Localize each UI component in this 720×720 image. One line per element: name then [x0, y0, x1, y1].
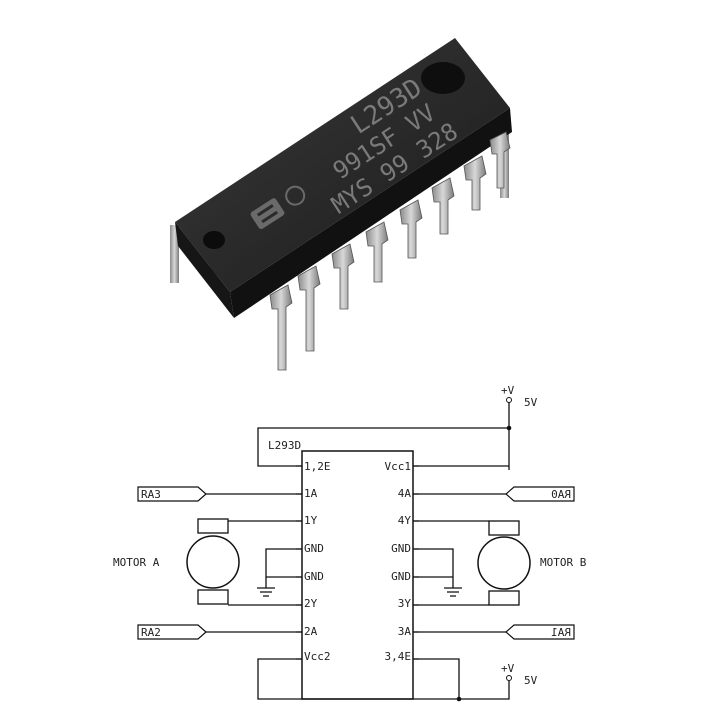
motor-a-label: MOTOR A — [113, 556, 160, 569]
pin-11-label: 3Y — [398, 597, 412, 610]
port-ra0-label: RA0 — [551, 488, 571, 501]
chip-body — [175, 38, 512, 318]
port-ra1: RA1 — [505, 624, 575, 640]
l293d-ic-box — [301, 450, 414, 700]
pin-5-label: GND — [304, 570, 324, 583]
pin-13-label: GND — [391, 542, 411, 555]
pin-3-label: 1Y — [304, 514, 318, 527]
st-logo — [250, 185, 306, 230]
motor-b — [477, 520, 531, 606]
front-pins — [269, 131, 511, 371]
pin-ticks — [296, 465, 419, 660]
port-ra2: RA2 — [137, 624, 207, 640]
pin-10-label: 3A — [398, 625, 412, 638]
motor-a — [186, 518, 240, 605]
port-ra1-label: RA1 — [551, 626, 571, 639]
motor-a-wires — [228, 520, 302, 606]
motor-driver-schematic: L293D 1,2E 1A 1Y GND GND 2Y 2A Vcc2 Vcc1… — [113, 384, 587, 702]
pin-16-label: Vcc1 — [385, 460, 412, 473]
pin-1-label: 1,2E — [304, 460, 331, 473]
supply-value-top: 5V — [524, 396, 538, 409]
pin-15-label: 4A — [398, 487, 412, 500]
supply-symbol-bottom: +V — [501, 662, 515, 675]
port-ra2-label: RA2 — [141, 626, 161, 639]
pin-4-label: GND — [304, 542, 324, 555]
motor-b-label: MOTOR B — [540, 556, 587, 569]
left-pin-labels: 1,2E 1A 1Y GND GND 2Y 2A Vcc2 — [304, 460, 331, 663]
pin-2-label: 1A — [304, 487, 318, 500]
vcc2-enable-wire — [257, 658, 510, 700]
supply-symbol-top: +V — [501, 384, 515, 397]
right-pin-labels: Vcc1 4A 4Y GND GND 3Y 3A 3,4E — [385, 460, 412, 663]
pin-8-label: Vcc2 — [304, 650, 331, 663]
pin-9-label: 3,4E — [385, 650, 412, 663]
pin-12-label: GND — [391, 570, 411, 583]
supply-terminal-top: +V 5V — [501, 384, 538, 409]
supply-terminal-bottom: +V 5V — [501, 662, 538, 687]
supply-value-bottom: 5V — [524, 674, 538, 687]
pin-6-label: 2Y — [304, 597, 318, 610]
ground-right — [413, 548, 462, 597]
pin-14-label: 4Y — [398, 514, 412, 527]
port-ra0: RA0 — [505, 486, 575, 502]
ground-left — [257, 548, 302, 597]
port-ra3: RA3 — [137, 486, 207, 502]
port-ra3-label: RA3 — [141, 488, 161, 501]
motor-b-wires — [413, 520, 489, 606]
pin-7-label: 2A — [304, 625, 318, 638]
ic-label: L293D — [268, 439, 301, 452]
vcc1-wire — [257, 402, 510, 470]
l293d-chip-photo: L293D 991SF VV MYS 99 328 — [170, 38, 512, 371]
